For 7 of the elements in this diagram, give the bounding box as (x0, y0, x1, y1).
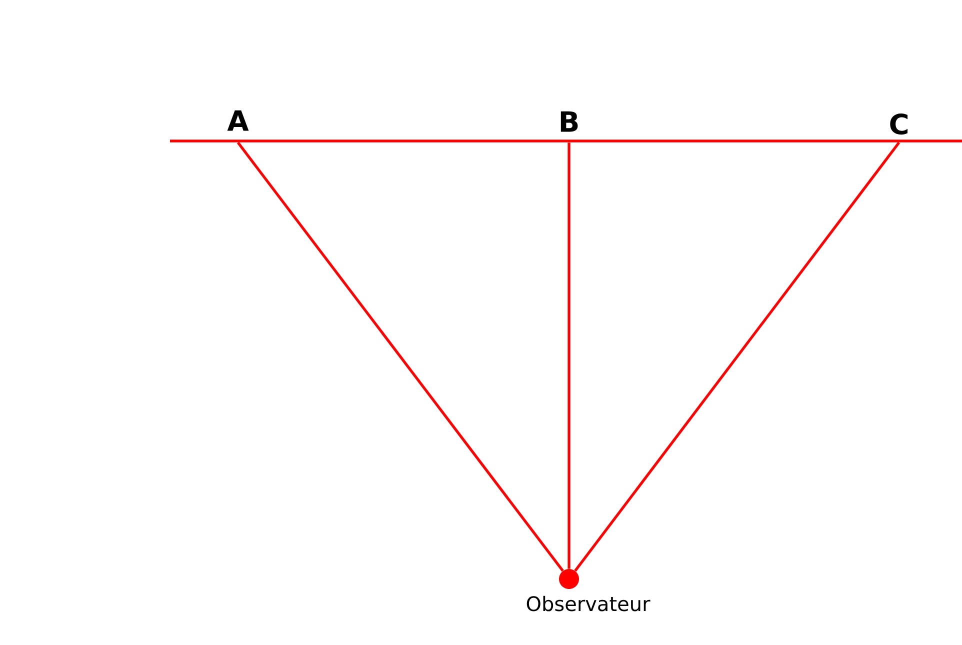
sight-line (574, 142, 900, 572)
point-label: A (227, 110, 249, 131)
point-label: B (560, 111, 578, 132)
sight-line (236, 142, 564, 572)
observer-label: Observateur (526, 596, 650, 612)
point-label: C (890, 113, 908, 135)
sight-line (568, 142, 570, 569)
